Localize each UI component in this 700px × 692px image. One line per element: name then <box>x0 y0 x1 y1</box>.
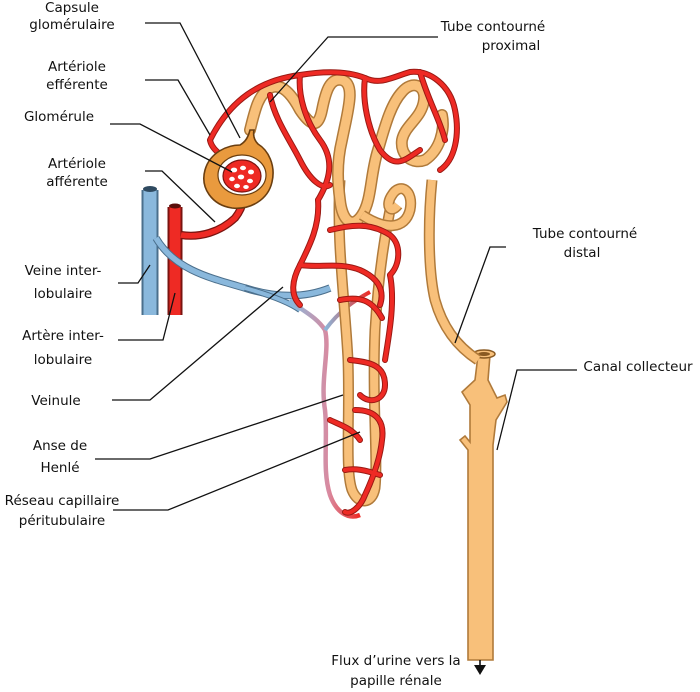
veinule <box>152 235 371 519</box>
leader-reseau <box>113 431 361 511</box>
label-veine: Veine inter- <box>25 263 102 279</box>
label-distal-2: distal <box>564 245 601 261</box>
label-anse: Anse de <box>33 438 87 454</box>
leader-artery <box>118 292 176 341</box>
leader-proximal <box>269 36 438 103</box>
label-flux-2: papille rénale <box>350 673 442 689</box>
label-capsule-2: glomérulaire <box>29 17 114 33</box>
label-veinule: Veinule <box>31 393 80 409</box>
interlobular-vein <box>141 186 159 315</box>
label-proximal-2: proximal <box>482 38 541 54</box>
label-anse-2: Henlé <box>40 460 79 476</box>
label-veine-2: lobulaire <box>34 286 92 302</box>
leader-glomerule <box>110 123 233 173</box>
label-flux: Flux d’urine vers la <box>331 653 460 669</box>
label-reseau-2: péritubulaire <box>19 513 105 529</box>
leader-veinule <box>112 286 284 401</box>
glomerulus <box>222 159 262 193</box>
distal-tubule <box>423 179 482 365</box>
label-afferent-2: afférente <box>46 174 108 190</box>
collecting-duct <box>458 349 508 675</box>
leader-efferent <box>145 79 211 136</box>
label-distal: Tube contourné <box>532 226 637 242</box>
label-efferent-2: efférente <box>46 77 108 93</box>
label-artere: Artère inter- <box>22 328 104 344</box>
leader-afferent <box>145 170 216 223</box>
label-proximal: Tube contourné <box>440 19 545 35</box>
leader-capsule <box>145 22 241 139</box>
label-collecteur: Canal collecteur <box>583 359 693 375</box>
leader-anse <box>95 394 344 460</box>
label-efferent: Artériole <box>48 59 106 75</box>
labels: Capsule glomérulaire Artériole efférente… <box>5 0 693 689</box>
leader-distal <box>454 246 506 344</box>
label-capsule: Capsule <box>45 0 99 16</box>
peritubular-capillary-network <box>207 68 460 516</box>
leader-lines <box>95 22 577 511</box>
leader-collecteur <box>496 369 577 451</box>
label-afferent: Artériole <box>48 156 106 172</box>
label-glomerule: Glomérule <box>24 109 94 125</box>
leader-vein <box>118 264 151 284</box>
label-reseau: Réseau capillaire <box>5 493 120 509</box>
label-artere-2: lobulaire <box>34 352 92 368</box>
